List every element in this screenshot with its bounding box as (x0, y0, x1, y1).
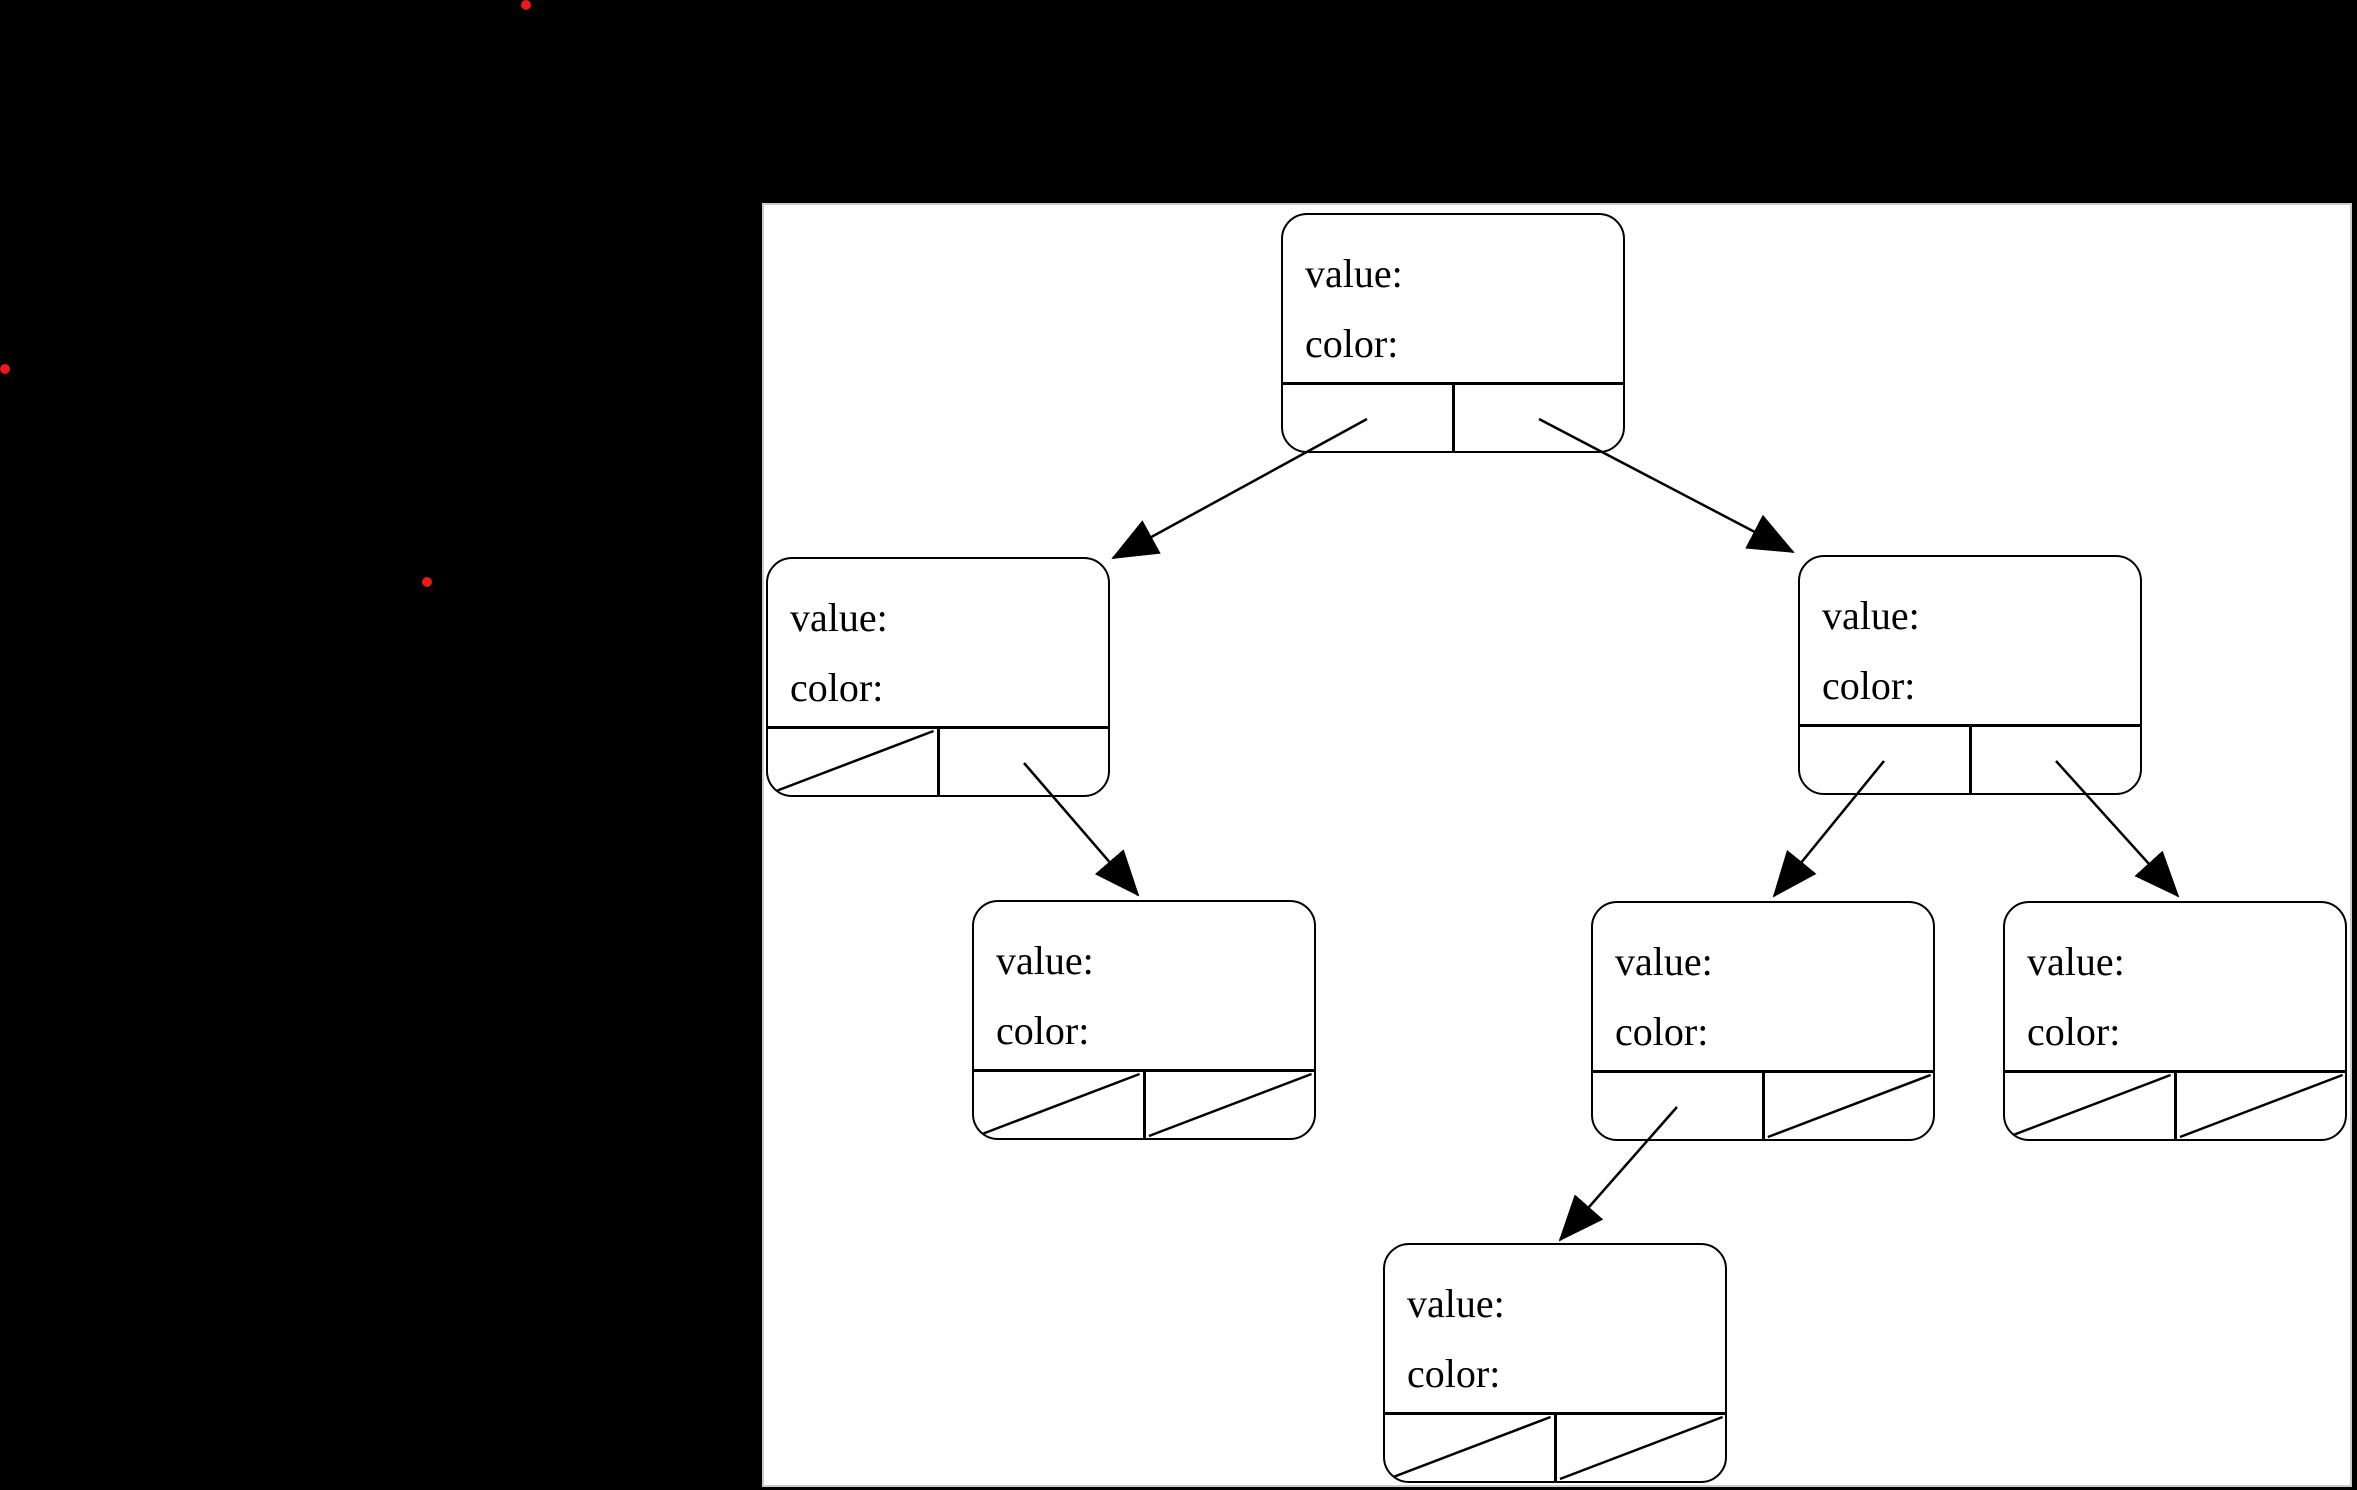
value-label: value: (790, 595, 888, 640)
color-label: color: (2027, 1009, 2121, 1054)
pointer-row (1800, 724, 2140, 793)
left-pointer-cell (1283, 385, 1455, 451)
color-label: color: (1407, 1351, 1501, 1396)
null-slash-icon (1148, 1072, 1312, 1138)
tree-node-left-right-grandchild: value: color: (972, 900, 1316, 1140)
tree-node-left-child: value: color: (766, 557, 1110, 797)
tree-node-right-child: value: color: (1798, 555, 2142, 795)
pointer-row (974, 1069, 1314, 1138)
right-pointer-cell-null (1765, 1073, 1934, 1139)
null-slash-icon (1559, 1415, 1723, 1481)
pointer-row (1283, 382, 1623, 451)
node-labels: value: color: (2005, 903, 2345, 1070)
null-slash-icon (1387, 1415, 1551, 1481)
value-label: value: (2027, 939, 2125, 984)
null-slash-icon (770, 729, 934, 795)
color-label: color: (790, 665, 884, 710)
left-pointer-cell-null (768, 729, 940, 795)
color-label: color: (1822, 663, 1916, 708)
pointer-row (1385, 1412, 1725, 1481)
value-label: value: (1822, 593, 1920, 638)
null-slash-icon (2179, 1073, 2343, 1139)
null-slash-icon (2007, 1073, 2171, 1139)
tree-node-right-right-grandchild: value: color: (2003, 901, 2347, 1141)
tree-node-right-left-grandchild: value: color: (1591, 901, 1935, 1141)
left-pointer-cell-null (974, 1072, 1146, 1138)
pointer-row (768, 726, 1108, 795)
node-labels: value: color: (1385, 1245, 1725, 1412)
null-slash-icon (976, 1072, 1140, 1138)
tree-node-root: value: color: (1281, 213, 1625, 453)
color-label: color: (1615, 1009, 1709, 1054)
right-pointer-cell (1455, 385, 1624, 451)
left-pointer-cell-null (2005, 1073, 2177, 1139)
left-pointer-cell (1593, 1073, 1765, 1139)
node-labels: value: color: (1283, 215, 1623, 382)
node-labels: value: color: (1593, 903, 1933, 1070)
node-labels: value: color: (768, 559, 1108, 726)
value-label: value: (1615, 939, 1713, 984)
value-label: value: (1407, 1281, 1505, 1326)
red-dot (0, 364, 10, 374)
node-labels: value: color: (974, 902, 1314, 1069)
left-pointer-cell-null (1385, 1415, 1557, 1481)
right-pointer-cell-null (1557, 1415, 1726, 1481)
value-label: value: (996, 938, 1094, 983)
red-dot (422, 577, 432, 587)
pointer-row (1593, 1070, 1933, 1139)
right-pointer-cell-null (1146, 1072, 1315, 1138)
red-dot (521, 0, 531, 10)
right-pointer-cell (1972, 727, 2141, 793)
right-pointer-cell (940, 729, 1109, 795)
color-label: color: (996, 1008, 1090, 1053)
color-label: color: (1305, 321, 1399, 366)
pointer-row (2005, 1070, 2345, 1139)
right-pointer-cell-null (2177, 1073, 2346, 1139)
left-pointer-cell (1800, 727, 1972, 793)
null-slash-icon (1767, 1073, 1931, 1139)
value-label: value: (1305, 251, 1403, 296)
tree-node-bottom: value: color: (1383, 1243, 1727, 1483)
node-labels: value: color: (1800, 557, 2140, 724)
